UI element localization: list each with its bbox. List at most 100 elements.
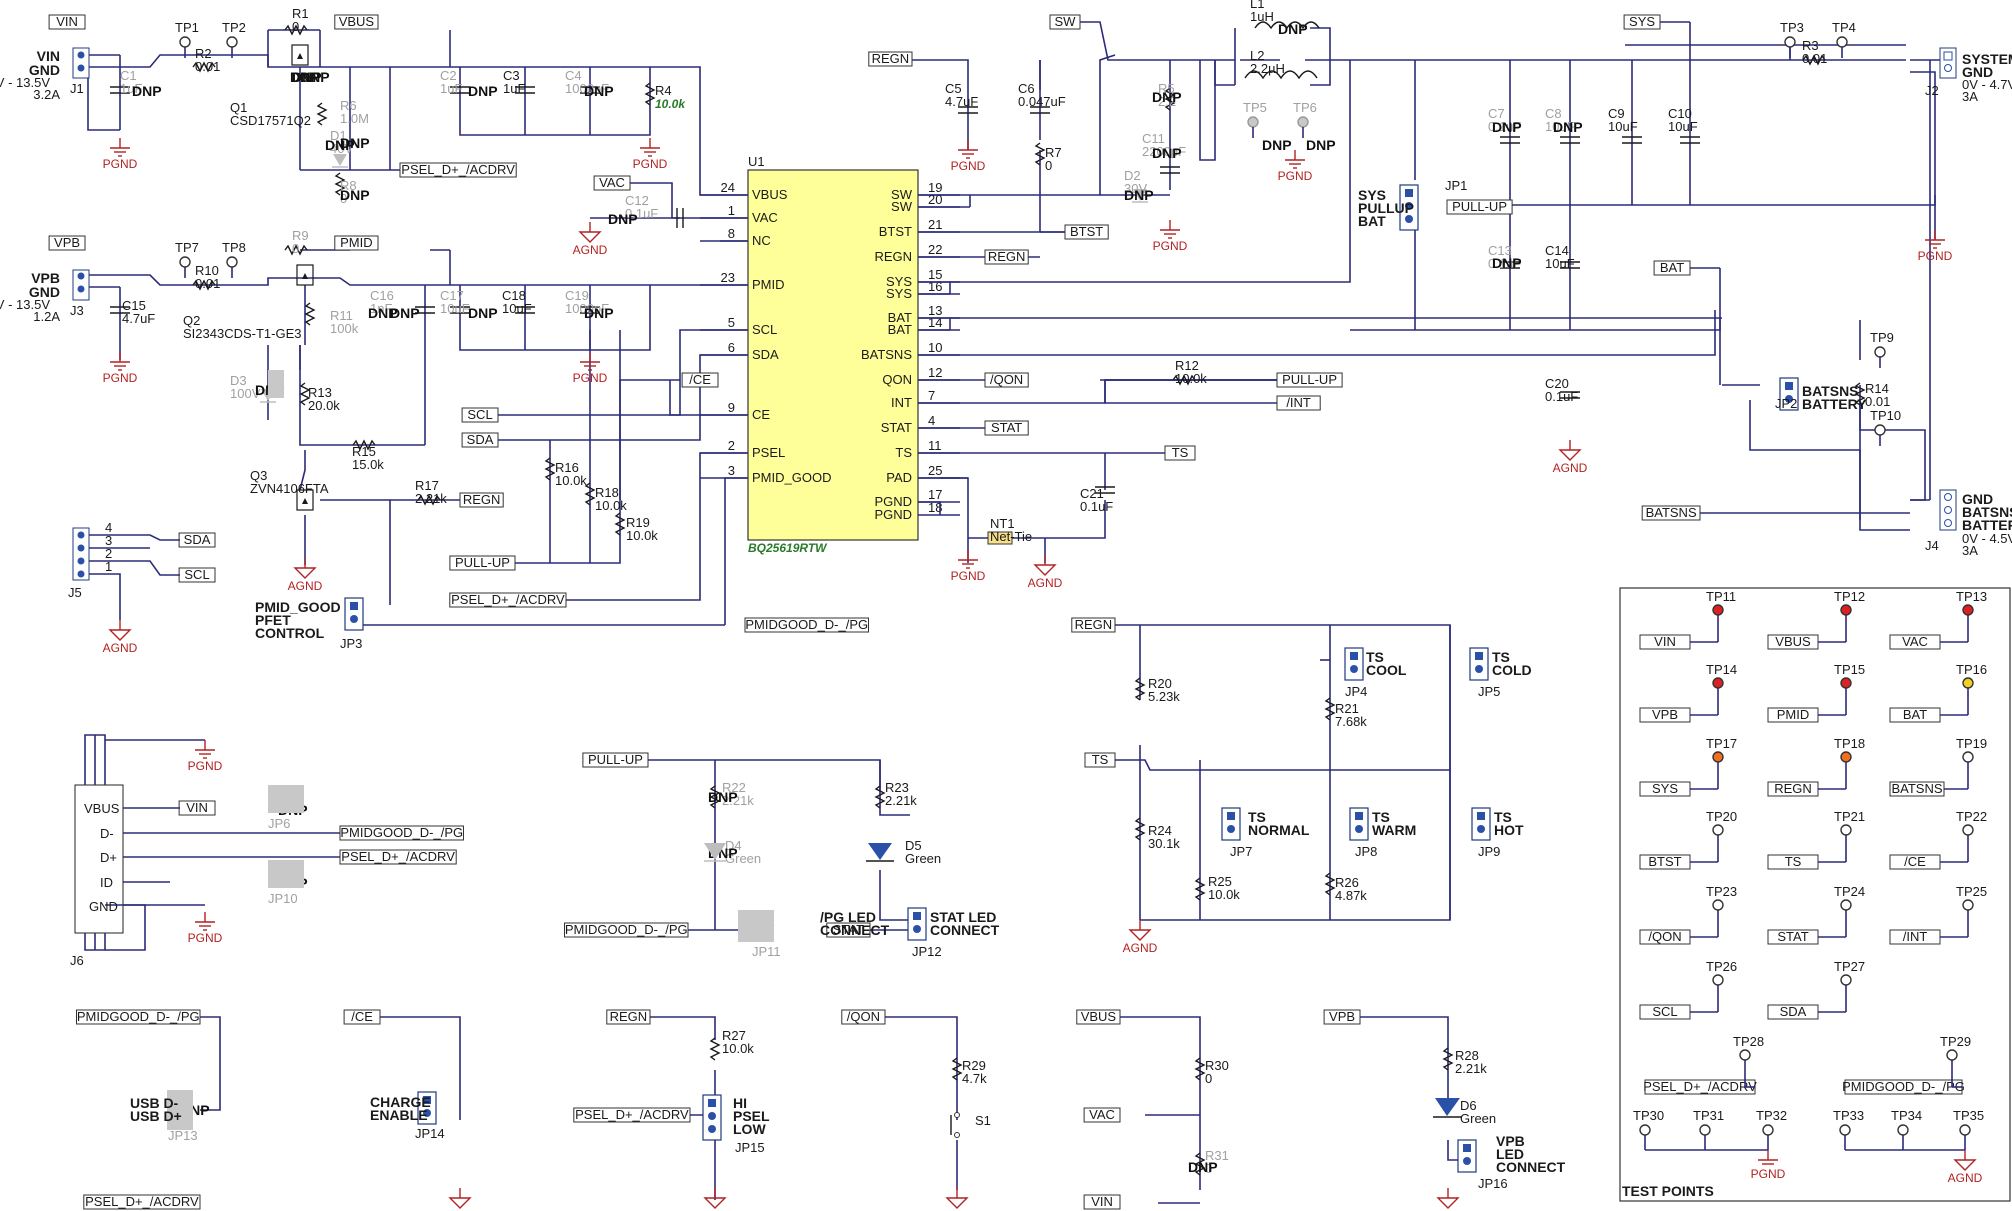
component-s1: S1 bbox=[950, 1112, 991, 1138]
test-point-ref: TP11 bbox=[1706, 589, 1736, 604]
component-ref: D5 bbox=[905, 838, 922, 853]
component-ref: C19 bbox=[565, 288, 589, 303]
component-value: 10uF bbox=[1668, 119, 1698, 134]
test-point-tp32[interactable]: TP32 bbox=[1756, 1108, 1787, 1150]
net-label-text: VAC bbox=[599, 175, 625, 190]
component-ref: R6 bbox=[340, 98, 357, 113]
test-point-tp35[interactable]: TP35 bbox=[1953, 1108, 1984, 1150]
inductor-l2 bbox=[1244, 70, 1318, 80]
j2-pin2: GND bbox=[1962, 64, 1993, 80]
component-value: 0.01 bbox=[195, 276, 220, 291]
dnp-marker: DNP bbox=[368, 305, 398, 321]
ic-pin-num: 1 bbox=[728, 203, 735, 218]
test-point-tp8[interactable]: TP8 bbox=[222, 240, 246, 278]
test-point-dot bbox=[1840, 899, 1852, 911]
test-point-dot bbox=[1962, 604, 1974, 616]
ic-pin-name: VBUS bbox=[752, 187, 788, 202]
component-value: Net-Tie bbox=[990, 529, 1032, 544]
net-label-regn-jp15: REGN bbox=[606, 1009, 651, 1025]
component-value: 10.0k bbox=[722, 1041, 754, 1056]
dnp-marker: DNP bbox=[300, 69, 330, 85]
ic-pin-name: PGND bbox=[874, 494, 912, 509]
test-point-tp5[interactable]: TP5 bbox=[1243, 100, 1267, 138]
component-ref: R17 bbox=[415, 478, 439, 493]
component-value: 0.1uF bbox=[1545, 389, 1578, 404]
ic-pin-name: QON bbox=[882, 372, 912, 387]
ic-pin-num: 12 bbox=[928, 365, 942, 380]
test-point-tp7[interactable]: TP7 bbox=[175, 240, 199, 278]
agnd-symbol: AGND bbox=[443, 1188, 478, 1211]
net-label-psel-jp13: PSEL_D+_/ACDRV bbox=[83, 1194, 201, 1210]
component-ref: R5 bbox=[1158, 81, 1175, 96]
test-point-tp6[interactable]: TP6 bbox=[1293, 100, 1317, 138]
resistor-symbol bbox=[1802, 54, 1826, 66]
jumper-label: PSEL bbox=[733, 1108, 770, 1124]
test-point-dot bbox=[1840, 604, 1852, 616]
test-point-tp4[interactable]: TP4 bbox=[1832, 20, 1856, 58]
pgnd-label: PGND bbox=[573, 371, 608, 385]
test-point-tp3[interactable]: TP3 bbox=[1780, 20, 1804, 58]
wires bbox=[87, 21, 1940, 1204]
component-value: 4.7uF bbox=[945, 94, 978, 109]
test-point-net: STAT bbox=[1777, 929, 1808, 944]
test-point-label: TP1 bbox=[175, 20, 199, 35]
test-point-tp33[interactable]: TP33 bbox=[1833, 1108, 1864, 1150]
component-value: SI2343CDS-T1-GE3 bbox=[183, 326, 302, 341]
component-ref: R27 bbox=[722, 1028, 746, 1043]
component-value: 4.87k bbox=[1335, 888, 1367, 903]
j1-ref: J1 bbox=[70, 81, 84, 96]
net-label-text: TS bbox=[1172, 445, 1189, 460]
pgnd-symbol: PGND bbox=[951, 140, 986, 173]
j6-pin-id: ID bbox=[100, 875, 113, 890]
test-point-tp30[interactable]: TP30 bbox=[1633, 1108, 1664, 1150]
test-point-tp1[interactable]: TP1 bbox=[175, 20, 199, 58]
component-value: 20.0k bbox=[308, 398, 340, 413]
ic-pin-name: SW bbox=[891, 187, 913, 202]
test-point-dot bbox=[1712, 677, 1724, 689]
test-point-ref: TP23 bbox=[1706, 884, 1737, 899]
test-point-tp2[interactable]: TP2 bbox=[222, 20, 246, 58]
pgnd-symbol: PGND bbox=[1153, 220, 1188, 253]
jumper-ref: JP3 bbox=[340, 636, 362, 651]
test-point-tp10[interactable]: TP10 bbox=[1870, 408, 1901, 446]
test-point-tp34[interactable]: TP34 bbox=[1891, 1108, 1922, 1150]
net-label-text: PSEL_D+_/ACDRV bbox=[341, 849, 455, 864]
ic-pin-name: PMID bbox=[752, 277, 785, 292]
inductor-l1 bbox=[1254, 21, 1320, 30]
net-label-psel-jp15: PSEL_D+_/ACDRV bbox=[573, 1107, 691, 1123]
jumper-label: TS bbox=[1372, 809, 1390, 825]
inductors bbox=[1244, 21, 1320, 80]
ic-pin-name: STAT bbox=[881, 420, 912, 435]
j5-pinnum-3: 3 bbox=[105, 533, 112, 548]
test-point-tp31[interactable]: TP31 bbox=[1693, 1108, 1724, 1150]
test-point-tp9[interactable]: TP9 bbox=[1870, 330, 1894, 368]
j2-pin1: SYSTEM bbox=[1962, 51, 2012, 67]
net-label-text: PMIDGOOD_D-_/PG bbox=[745, 617, 868, 632]
net-label-text: SW bbox=[1055, 14, 1077, 29]
